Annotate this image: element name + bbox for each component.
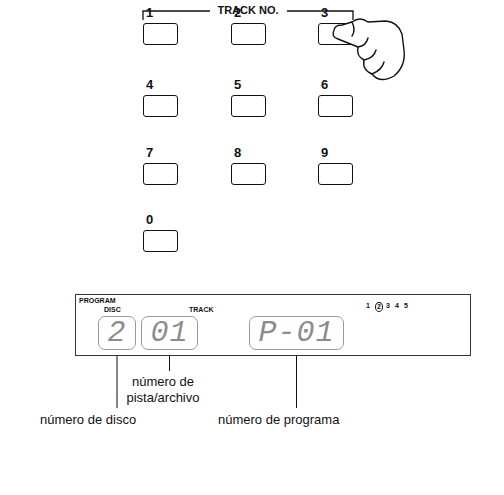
segment-digits: 2 [102,318,131,348]
disc-indicator: 3 [386,302,390,310]
button-number: 9 [321,145,328,160]
segment-display: P-01 [249,316,344,350]
button-number: 7 [146,145,153,160]
display-caption: PROGRAM [79,297,116,305]
track-button: 6 [318,95,353,117]
bracket-line [287,11,353,20]
track-button: 4 [143,95,178,117]
leader-line [296,351,297,408]
finger-crease [372,62,384,74]
track-button: 0 [143,230,178,252]
button-number: 4 [146,77,153,92]
segment-digits: 01 [145,318,193,348]
track-button: 7 [143,163,178,185]
track-button: 1 [143,23,178,45]
disc-indicator: 5 [404,302,408,310]
display-panel: PROGRAMDISCTRACK12345201P-01 [75,294,471,356]
segment-display: 01 [141,316,198,350]
display-caption: DISC [104,306,121,314]
segment-display: 2 [98,316,136,350]
track-button: 3 [318,23,353,45]
disc-indicator: 4 [395,302,399,310]
disc-indicator: 2 [375,302,383,312]
callout-label: número de programa [218,412,339,428]
button-number: 3 [321,5,328,20]
button-number: 6 [321,77,328,92]
disc-indicator: 1 [366,302,370,310]
group-title: TRACK NO. [217,4,278,18]
segment-digits: P-01 [253,318,339,348]
finger-crease [358,38,368,47]
callout-label: número de disco [40,412,136,428]
button-number: 8 [234,145,241,160]
display-caption: TRACK [189,306,214,314]
finger-crease [364,50,376,60]
track-button: 9 [318,163,353,185]
track-button: 2 [231,23,266,45]
button-number: 1 [146,5,153,20]
button-number: 0 [146,212,153,227]
button-number: 5 [234,77,241,92]
track-button: 8 [231,163,266,185]
leader-line [117,351,118,408]
track-button: 5 [231,95,266,117]
callout-label: número de pista/archivo [109,374,217,407]
